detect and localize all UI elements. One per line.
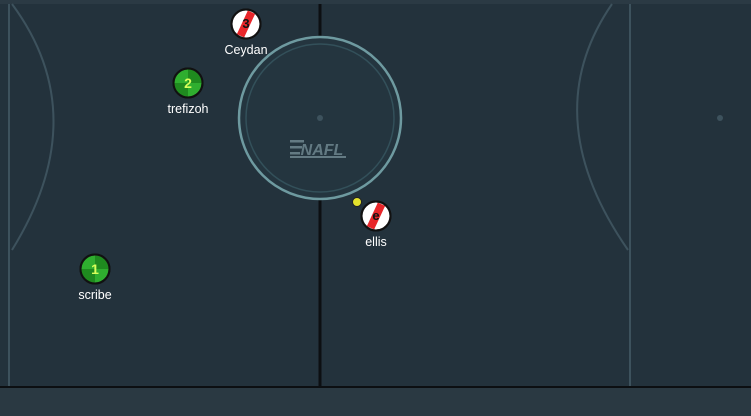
green-team-disc-icon — [172, 67, 204, 99]
player-token-ellis[interactable]: e — [360, 200, 392, 232]
logo-text: NAFL — [301, 142, 344, 159]
right-arc — [576, 3, 629, 251]
red-team-disc-icon — [360, 200, 392, 232]
player-number: e — [372, 208, 380, 223]
player-number: 1 — [91, 261, 99, 277]
player-number: 2 — [184, 75, 192, 91]
bottom-panel — [0, 388, 751, 416]
red-team-disc-icon — [230, 8, 262, 40]
center-circle-inner — [245, 43, 395, 193]
ball[interactable] — [352, 197, 362, 207]
player-token-scribe[interactable]: 1 — [79, 253, 111, 285]
player-token-trefizoh[interactable]: 2 — [172, 67, 204, 99]
nafl-logo: NAFL — [290, 140, 346, 159]
center-spot — [317, 115, 323, 121]
right-spot — [717, 115, 723, 121]
player-token-ceydan[interactable]: 3 — [230, 8, 262, 40]
left-arc — [11, 3, 55, 251]
player-number: 3 — [242, 16, 250, 31]
green-team-disc-icon — [79, 253, 111, 285]
top-edge — [0, 0, 751, 4]
